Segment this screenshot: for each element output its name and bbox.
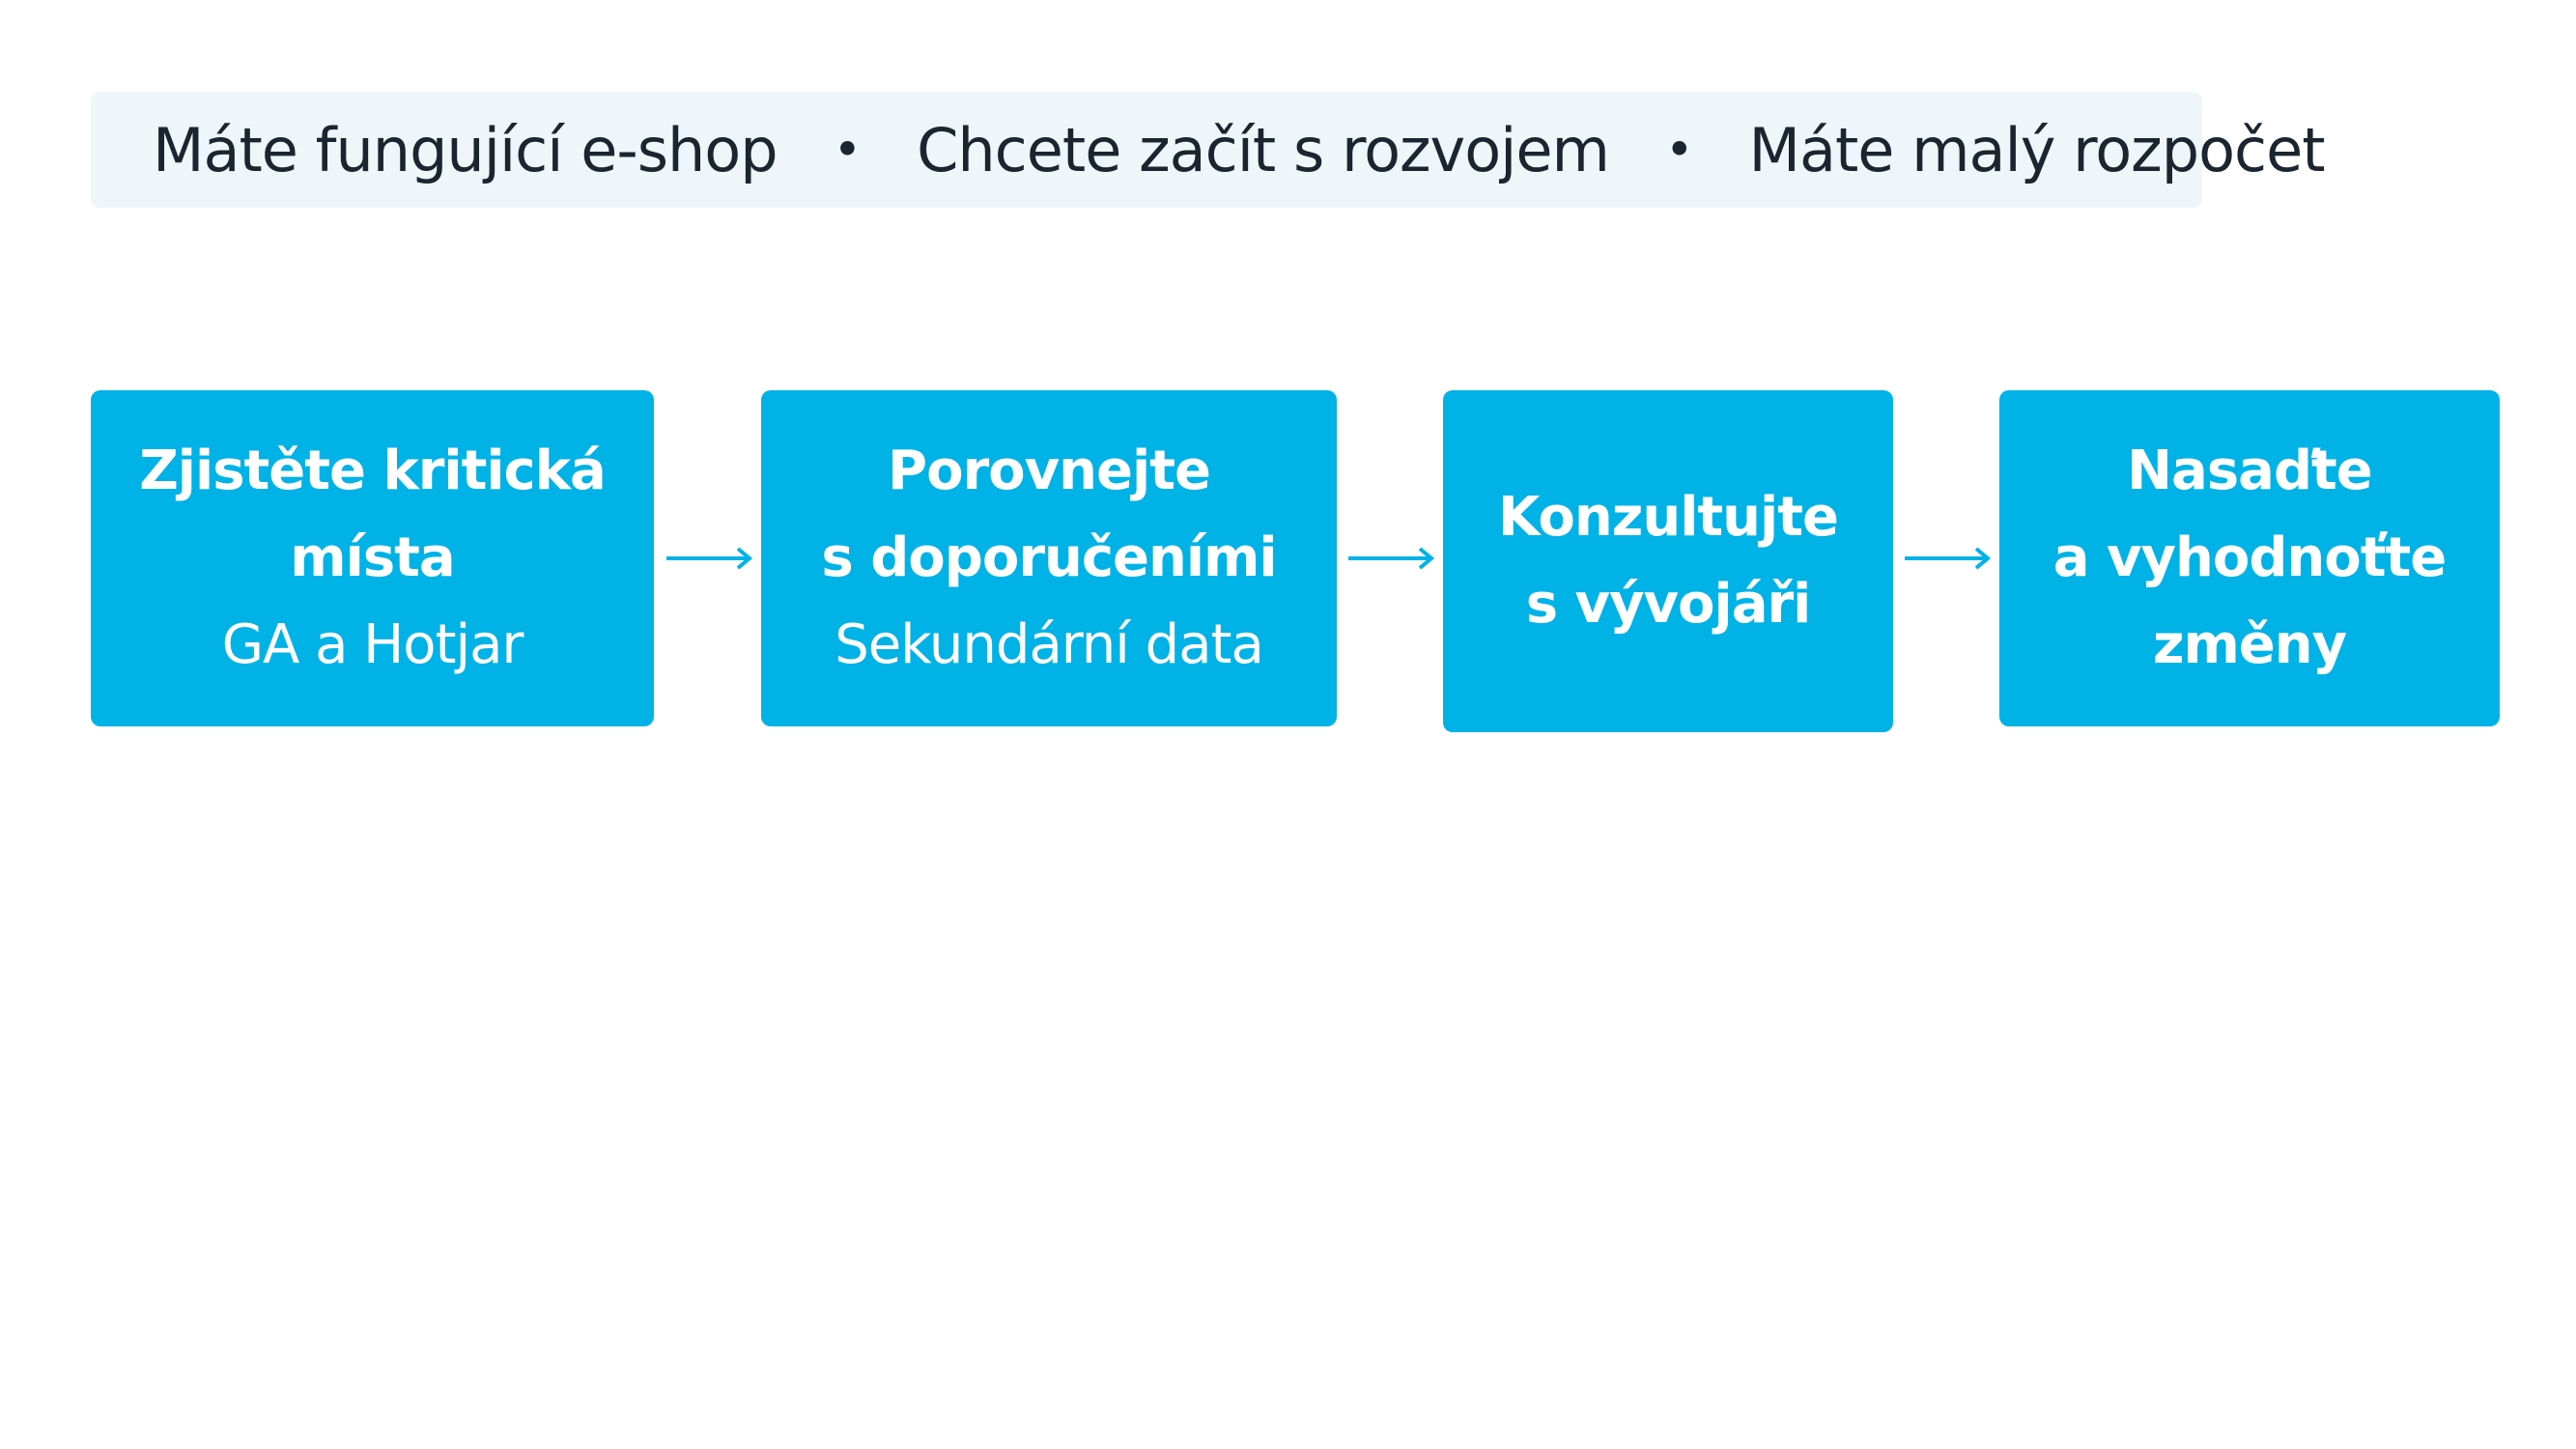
condition-small-budget: Máte malý rozpočet <box>1748 114 2325 185</box>
step-title: Porovnejte s doporučeními <box>821 440 1277 589</box>
step-title: Nasaďte a vyhodnoťte změny <box>2052 440 2448 676</box>
bullet-separator: • <box>1664 122 1693 178</box>
arrow-right-icon <box>1905 547 1992 570</box>
step-deploy-evaluate: Nasaďte a vyhodnoťte změny <box>1999 390 2500 726</box>
arrow-right-icon <box>666 547 753 570</box>
step-find-critical-points: Zjistěte kritická místa GA a Hotjar <box>91 390 654 726</box>
bullet-separator: • <box>833 122 862 178</box>
conditions-bar: Máte fungující e-shop • Chcete začít s r… <box>91 92 2326 208</box>
step-compare-recommendations: Porovnejte s doporučeními Sekundární dat… <box>761 390 1337 726</box>
step-title: Konzultujte s vývojáři <box>1498 486 1839 636</box>
step-subtitle: GA a Hotjar <box>221 613 524 676</box>
step-consult-developers: Konzultujte s vývojáři <box>1443 390 1893 732</box>
condition-start-development: Chcete začít s rozvojem <box>917 114 1610 185</box>
step-subtitle: Sekundární data <box>835 613 1264 676</box>
condition-working-eshop: Máte fungující e-shop <box>153 114 778 185</box>
arrow-right-icon <box>1348 547 1435 570</box>
step-title: Zjistěte kritická místa <box>139 440 607 589</box>
